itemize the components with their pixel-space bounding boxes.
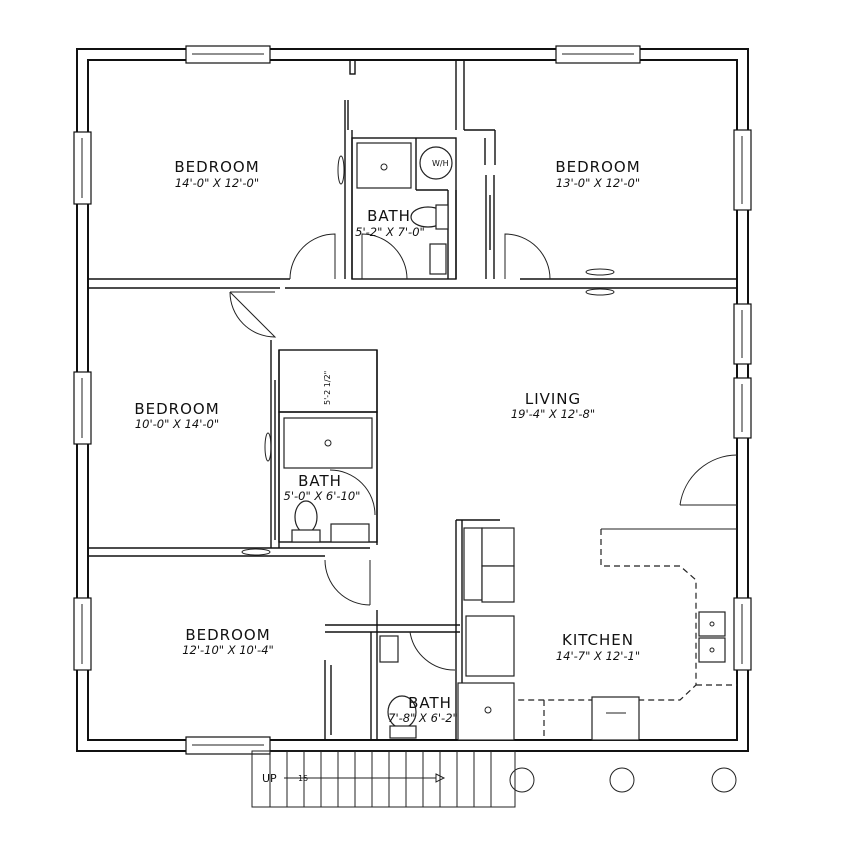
room-dims: 13'-0" X 12'-0" [556, 176, 640, 190]
label-bedroom-ne: BEDROOM 13'-0" X 12'-0" [555, 158, 640, 190]
windows [73, 45, 752, 755]
room-name: BEDROOM [134, 400, 219, 418]
riser-count: 15 [298, 774, 308, 783]
room-name: BEDROOM [174, 158, 259, 176]
label-bath-bottom: BATH 7'-8" X 6'-2" [388, 694, 458, 725]
stairs-up-label: UP [262, 772, 277, 785]
label-bedroom-sw: BEDROOM 12'-10" X 10'-4" [182, 626, 274, 657]
stair-treads [269, 751, 492, 807]
doors [229, 100, 738, 735]
fixtures [283, 142, 737, 741]
room-name: KITCHEN [562, 631, 634, 649]
room-name: BATH [367, 207, 411, 225]
label-bath-top: BATH 5'-2" X 7'-0" W/H [355, 159, 448, 239]
closet-dimension: 5'-2 1/2" [323, 371, 332, 405]
room-dims: 7'-8" X 6'-2" [388, 711, 458, 725]
room-dims: 5'-0" X 6'-10" [284, 489, 361, 503]
label-living: LIVING 19'-4" X 12'-8" [511, 390, 595, 421]
room-name: BATH [298, 472, 342, 490]
room-name: BEDROOM [185, 626, 270, 644]
stairs [251, 750, 516, 808]
room-dims: 19'-4" X 12'-8" [511, 407, 595, 421]
label-stairs: UP 15 [262, 772, 308, 785]
label-kitchen: KITCHEN 14'-7" X 12'-1" [556, 631, 640, 663]
label-bedroom-nw: BEDROOM 14'-0" X 12'-0" [174, 158, 259, 190]
room-dims: 5'-2" X 7'-0" [355, 225, 425, 239]
water-heater-label: W/H [432, 159, 449, 168]
porch-posts [509, 767, 737, 793]
label-bath-mid: BATH 5'-0" X 6'-10" 5'-2 1/2" [284, 371, 361, 503]
room-dims: 14'-7" X 12'-1" [556, 649, 640, 663]
label-bedroom-w: BEDROOM 10'-0" X 14'-0" [134, 400, 219, 431]
room-name: BATH [408, 694, 452, 712]
room-dims: 14'-0" X 12'-0" [175, 176, 259, 190]
room-dims: 10'-0" X 14'-0" [135, 417, 219, 431]
room-name: LIVING [525, 390, 581, 408]
room-name: BEDROOM [555, 158, 640, 176]
room-dims: 12'-10" X 10'-4" [182, 643, 274, 657]
